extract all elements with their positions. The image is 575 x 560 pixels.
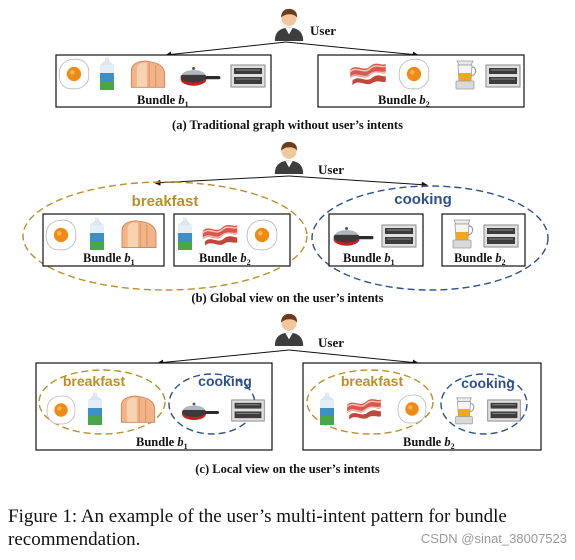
bundle-1-breakfast-box: Bundle b1 [42,213,165,267]
oven-icon [485,64,521,88]
breakfast-intent-label: breakfast [63,373,126,389]
caption-c: (c) Local view on the user’s intents [195,462,380,476]
breakfast-intent-ellipse [22,181,308,291]
cooking-intent-ellipse [440,373,528,435]
user-label: User [318,162,344,177]
breakfast-intent-label: breakfast [341,373,404,389]
cooking-intent-label: cooking [394,191,452,208]
caption-a: (a) Traditional graph without user’s int… [172,118,403,132]
user-icon [274,313,304,346]
cooking-intent-ellipse [311,185,549,291]
bundle-2-cooking-box: Bundle b2 [441,213,526,267]
oven-icon [230,64,266,88]
watermark: CSDN @sinat_38007523 [420,531,567,546]
egg-icon [46,395,76,425]
bundle-2-label: Bundle b2 [454,251,506,267]
user-icon [274,141,304,174]
breakfast-intent-ellipse [38,369,166,435]
bundle-2-label: Bundle b2 [199,251,251,267]
bundle-2-breakfast-box: Bundle b2 [173,213,291,267]
cooking-intent-label: cooking [198,373,252,389]
oven-icon [483,224,519,248]
bundle-2-label: Bundle b2 [403,435,455,451]
panel-a: User Bundle b1 Bundle b2 [55,8,525,109]
bundle-1-box: Bundle b1 [55,54,272,109]
bread-icon [130,60,166,88]
egg-icon [45,219,77,251]
edge-user-cooking [288,175,428,188]
egg-icon [398,58,430,90]
bundle-2-label: Bundle b2 [378,93,430,109]
bundle-1-label: Bundle b1 [137,93,189,109]
bundle-2-local-box: breakfast cooking Bundle b2 [302,362,542,451]
panel-c: User breakfast cooking Bundle b1 breakfa… [35,313,542,451]
bundle-1-cooking-box: Bundle b1 [328,213,424,267]
edge-user-bundle1 [157,349,290,366]
caption-b: (b) Global view on the user’s intents [191,291,384,305]
user-icon [274,8,304,41]
oven-icon [487,399,521,422]
user-label: User [318,335,344,350]
bundle-1-label: Bundle b1 [343,251,395,267]
cooking-intent-label: cooking [461,375,515,391]
edge-user-bundle1 [165,41,287,58]
figure-caption: Figure 1: An example of the user’s multi… [8,506,507,550]
bundle-2-box: Bundle b2 [317,54,525,109]
panel-b: User breakfast cooking Bundle b1 Bundle … [22,141,549,291]
bundle-1-local-box: breakfast cooking Bundle b1 [35,362,273,451]
bread-icon [121,220,157,249]
breakfast-intent-ellipse [306,369,434,435]
edge-user-bundle2 [285,41,419,58]
user-label: User [310,23,336,38]
oven-icon [231,399,265,422]
bread-icon [120,395,156,423]
breakfast-intent-label: breakfast [132,193,199,210]
edge-user-bundle2 [288,349,419,366]
egg-icon [246,219,278,251]
egg-icon [58,58,90,90]
oven-icon [381,224,417,248]
bundle-1-label: Bundle b1 [83,251,135,267]
egg-icon [397,394,427,424]
bundle-1-label: Bundle b1 [136,435,188,451]
